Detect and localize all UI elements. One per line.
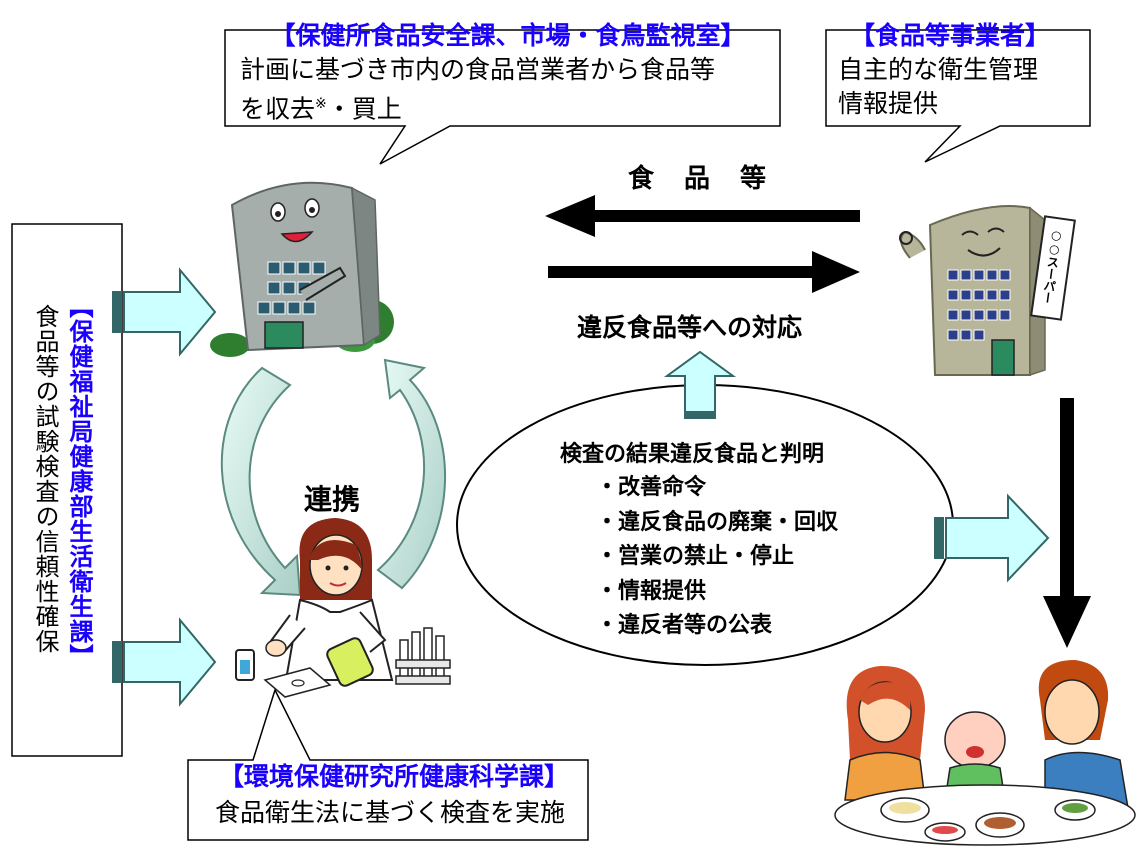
institute-title-text: 【環境保健研究所健康科学課】 xyxy=(218,762,569,791)
left-panel-title: 【保健福祉局健康部生活衛生課】 xyxy=(64,294,94,754)
scientist-icon xyxy=(235,518,451,698)
health-center-callout xyxy=(224,29,781,165)
business-title: 【食品等事業者】 xyxy=(850,19,1090,53)
health-center-title-text: 【保健所食品安全課、市場・食鳥監視室】 xyxy=(270,21,746,50)
block-arrow-left-lower xyxy=(112,617,217,707)
violation-list: ・改善命令 ・違反食品の廃棄・回収 ・営業の禁止・停止 ・情報提供 ・違反者等の… xyxy=(596,471,838,644)
arrow-to-consumers xyxy=(1043,398,1091,648)
violation-item-disposal-recall: ・違反食品の廃棄・回収 xyxy=(596,509,839,535)
left-panel-box xyxy=(11,223,123,757)
family-dining-icon xyxy=(834,660,1136,846)
arrow-to-health-center xyxy=(545,195,860,237)
violation-item-publication: ・違反者等の公表 xyxy=(596,613,773,638)
violation-item-business-suspension: ・営業の禁止・停止 xyxy=(596,544,795,569)
block-arrow-up-response xyxy=(663,350,737,419)
health-center-title: 【保健所食品安全課、市場・食鳥監視室】 xyxy=(243,19,773,53)
health-center-line2: を収去※・買上 xyxy=(240,87,776,126)
health-center-line2a: を収去 xyxy=(240,94,316,124)
violation-heading: 検査の結果違反食品と判明 xyxy=(560,442,825,467)
business-building-icon xyxy=(899,205,1076,377)
left-panel-body: 食品等の試験検査の信頼性確保 xyxy=(31,304,59,654)
response-label: 違反食品等への対応 xyxy=(577,313,803,342)
business-title-text: 【食品等事業者】 xyxy=(850,21,1051,50)
violation-item-improvement-order: ・改善命令 xyxy=(596,475,707,500)
cooperation-arrow-up xyxy=(376,358,446,590)
block-arrow-left-upper xyxy=(112,267,217,357)
health-center-line2b: ・買上 xyxy=(326,94,402,124)
institute-body: 食品衛生法に基づく検査を実施 xyxy=(214,798,565,827)
cooperation-arrow-down xyxy=(220,366,302,597)
violation-item-information: ・情報提供 xyxy=(596,578,707,604)
cooperation-label: 連携 xyxy=(304,483,361,516)
left-panel-title-text: 【保健福祉局健康部生活衛生課】 xyxy=(65,294,93,669)
footnote-mark: ※ xyxy=(315,96,327,112)
block-arrow-to-consumers xyxy=(934,493,1050,583)
arrow-to-business xyxy=(548,251,860,293)
health-center-line1: 計画に基づき市内の食品営業者から食品等 xyxy=(240,55,716,84)
institute-title: 【環境保健研究所健康科学課】 xyxy=(214,760,574,794)
health-center-building-icon xyxy=(210,181,394,357)
business-line1: 自主的な衛生管理 xyxy=(838,55,1039,84)
institute-callout xyxy=(187,688,589,841)
food-label: 食 品 等 xyxy=(628,164,769,194)
business-line2: 情報提供 xyxy=(838,89,939,118)
business-callout xyxy=(825,29,1091,163)
